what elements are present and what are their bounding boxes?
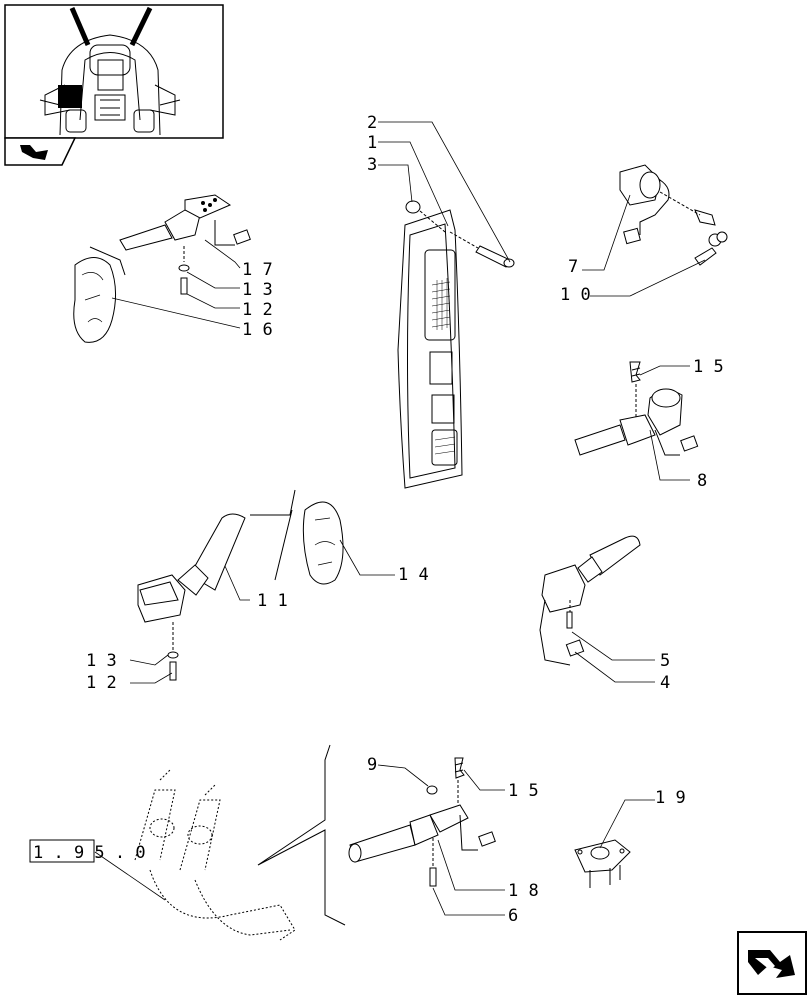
callout-18: 1 8 (508, 881, 539, 901)
callout-2: 2 (367, 113, 377, 133)
nav-arrow-icon[interactable] (4, 137, 77, 166)
leader-lines (94, 121, 706, 916)
callout-9: 9 (367, 755, 377, 775)
callout-12-top: 1 2 (242, 300, 273, 320)
callout-6: 6 (508, 906, 518, 926)
ignition-switch-assembly (619, 164, 728, 266)
callout-15-bottom: 1 5 (508, 781, 539, 801)
callout-3: 3 (367, 155, 377, 175)
hand-throttle-assembly (539, 535, 641, 666)
wiper-switch-assembly (348, 757, 496, 887)
callout-16: 1 6 (242, 320, 273, 340)
callout-13-top: 1 3 (242, 280, 273, 300)
brake-pedal-assembly (134, 769, 296, 941)
next-page-arrow-icon[interactable] (737, 931, 807, 995)
callout-4: 4 (660, 673, 670, 693)
side-console-panel (397, 200, 515, 489)
callout-13-bottom: 1 3 (86, 651, 117, 671)
callout-8: 8 (697, 471, 707, 491)
turn-signal-switch-assembly (73, 194, 251, 343)
callout-14: 1 4 (398, 565, 429, 585)
callout-11: 1 1 (257, 591, 288, 611)
reference-label: 1 . 9 5 . 0 (33, 843, 146, 863)
detail-bracket (257, 744, 346, 926)
reference-box[interactable]: 1 . 9 5 . 0 (29, 839, 146, 863)
light-switch-assembly (574, 361, 699, 456)
callout-1: 1 (367, 133, 377, 153)
mounting-flange (574, 839, 631, 888)
combination-lever-assembly (137, 489, 344, 681)
tractor-cab-thumbnail[interactable] (4, 4, 224, 139)
callout-15-top: 1 5 (693, 357, 724, 377)
callout-7: 7 (568, 257, 578, 277)
callout-12-bottom: 1 2 (86, 673, 117, 693)
callout-17: 1 7 (242, 260, 273, 280)
callout-5: 5 (660, 651, 670, 671)
callout-labels: 2 1 3 7 1 0 1 7 1 3 1 2 1 6 1 5 8 1 1 1 … (86, 113, 724, 926)
callout-10: 1 0 (560, 285, 591, 305)
callout-19: 1 9 (655, 788, 686, 808)
